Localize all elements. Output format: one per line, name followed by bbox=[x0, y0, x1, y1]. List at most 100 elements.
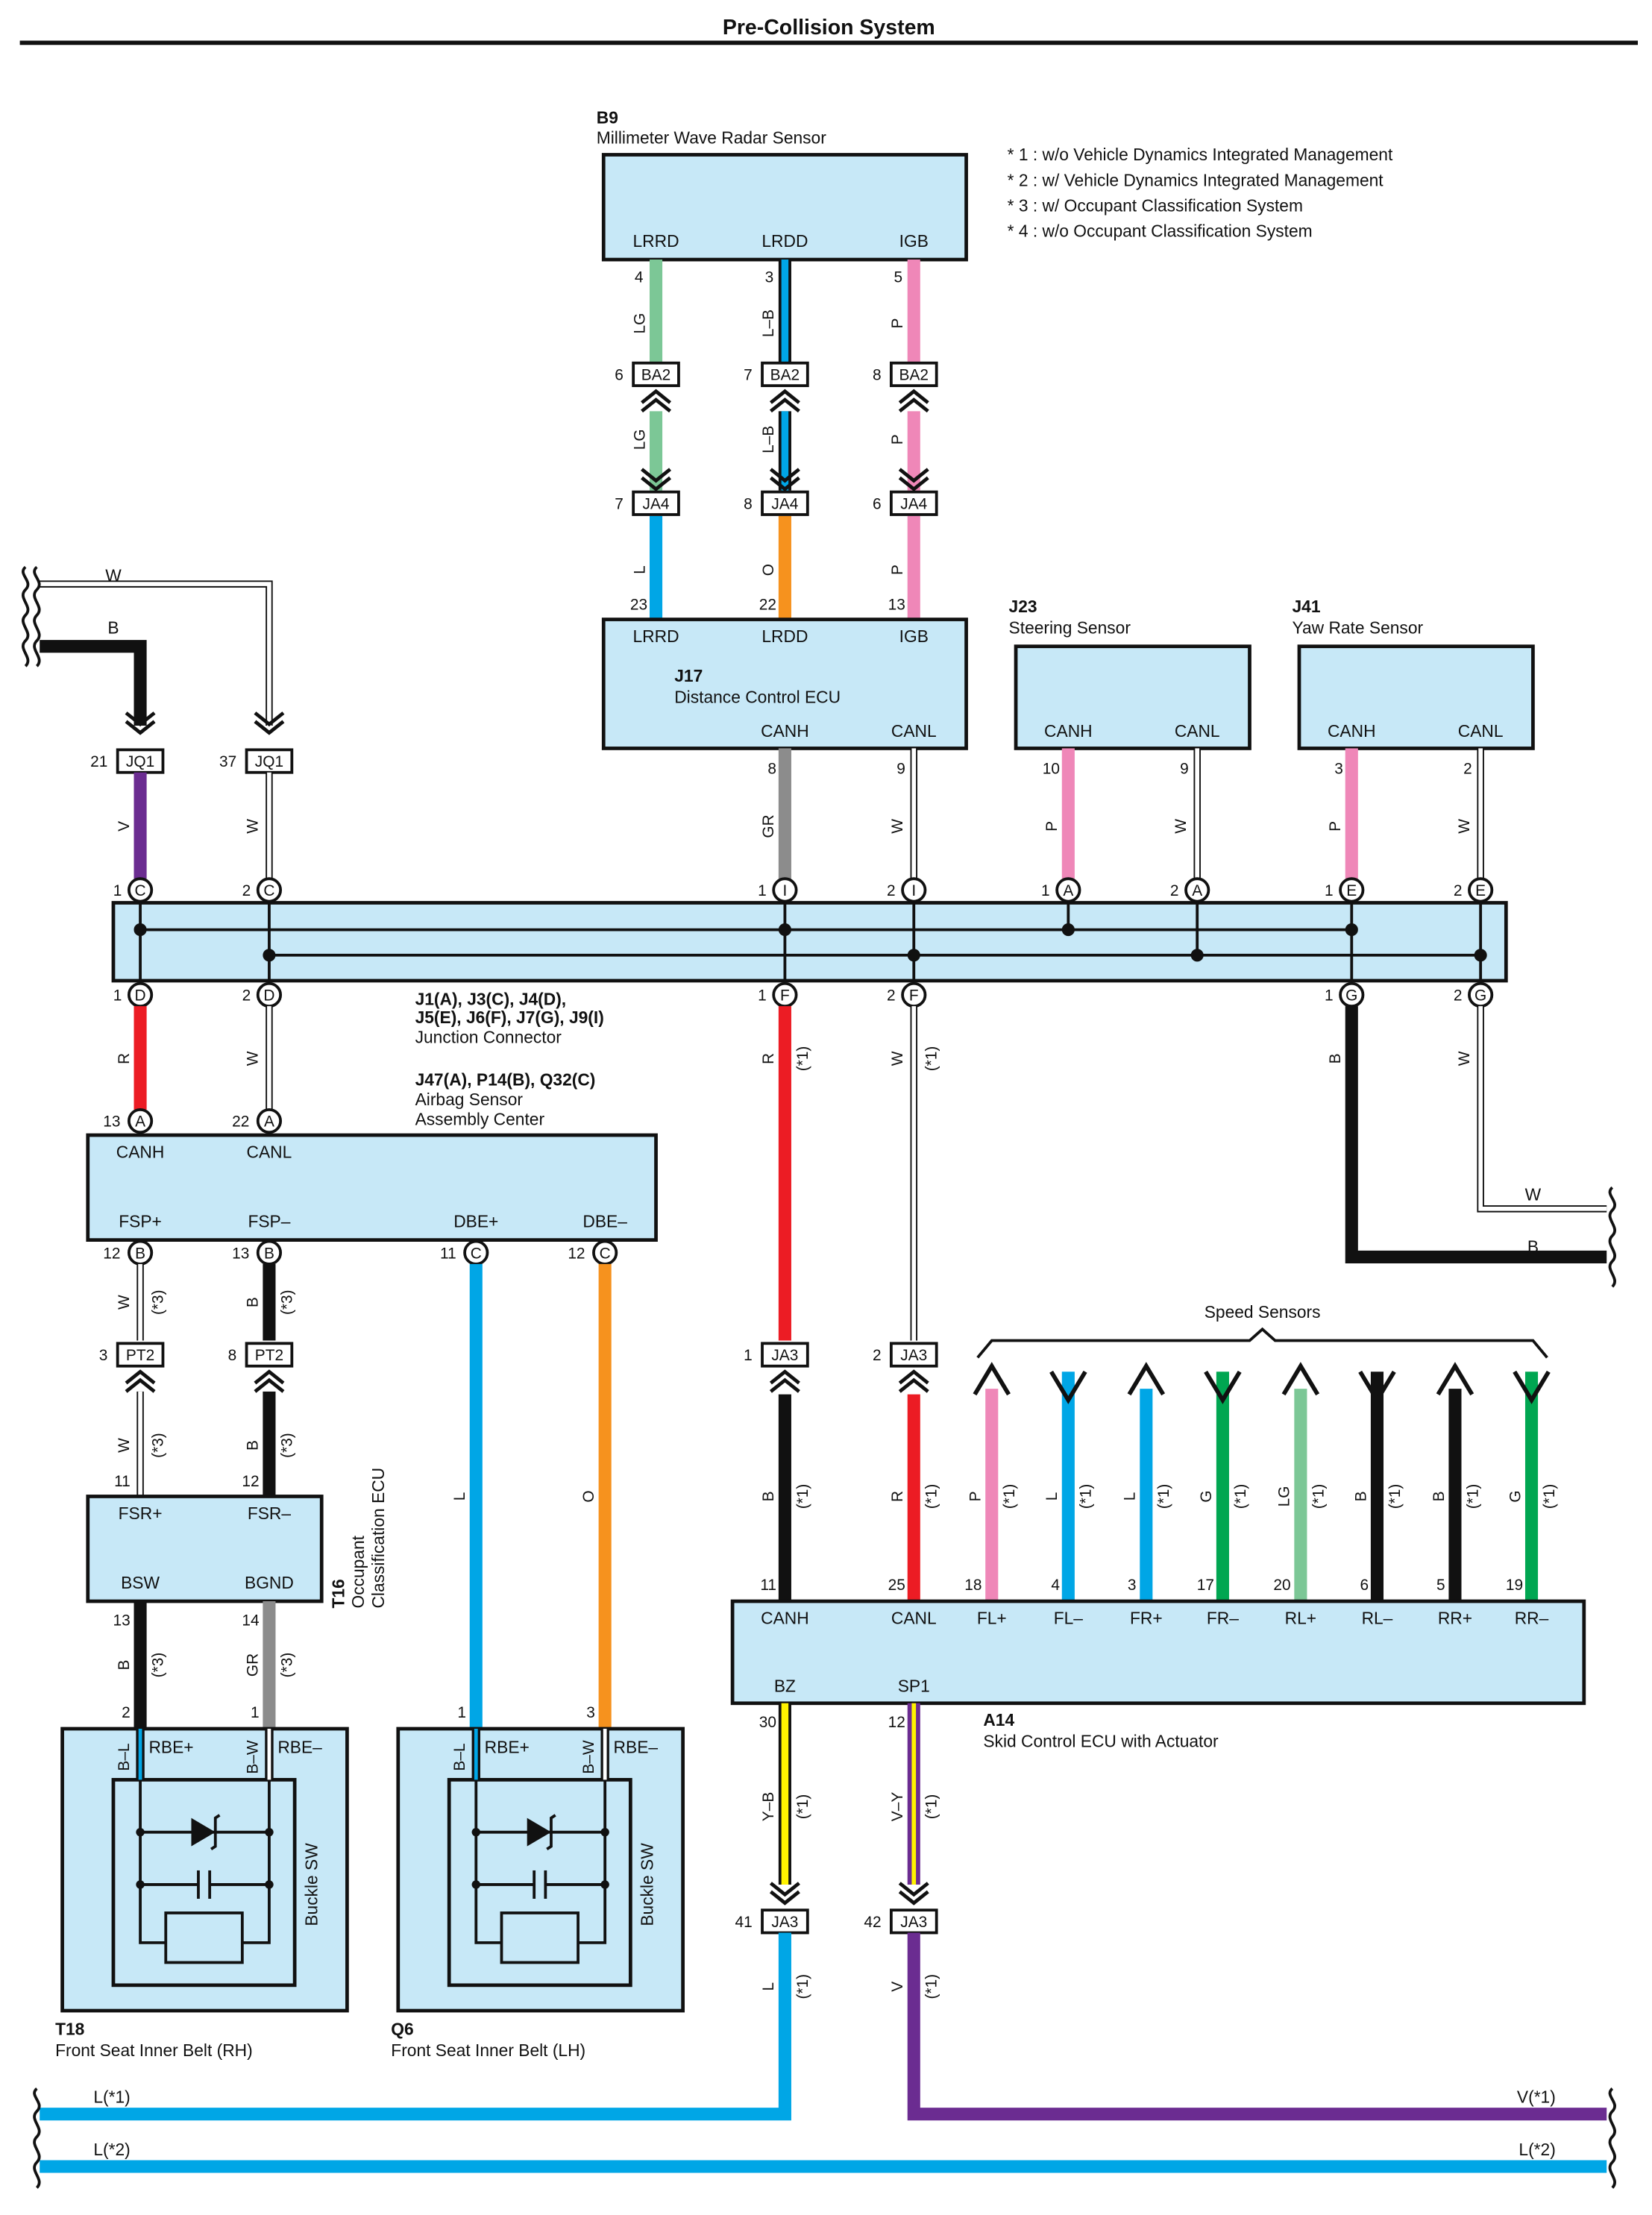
svg-text:G: G bbox=[1507, 1490, 1524, 1502]
svg-text:11: 11 bbox=[114, 1473, 131, 1490]
j17-pin-igb: IGB bbox=[899, 626, 929, 646]
svg-text:LG: LG bbox=[1276, 1486, 1293, 1507]
svg-text:L: L bbox=[631, 565, 648, 574]
svg-text:(*1): (*1) bbox=[794, 1974, 811, 1999]
svg-text:L(*1): L(*1) bbox=[93, 2087, 130, 2107]
j17-name: Distance Control ECU bbox=[674, 688, 841, 707]
svg-text:C: C bbox=[135, 882, 146, 899]
svg-text:O: O bbox=[760, 564, 777, 576]
junction-top-wires bbox=[134, 748, 1484, 879]
svg-text:41: 41 bbox=[735, 1914, 752, 1931]
svg-text:JA4: JA4 bbox=[643, 495, 670, 512]
svg-text:C: C bbox=[600, 1245, 611, 1262]
radar-pin-numbers: 4 3 5 6 7 8 7 8 6 23 22 13 bbox=[615, 268, 905, 613]
occupant-wire-labels: W (*3) B (*3) W (*3) B (*3) L O 11 12 bbox=[114, 1289, 597, 1502]
svg-text:7: 7 bbox=[744, 367, 753, 384]
j41-yaw-rate-sensor-box bbox=[1297, 644, 1535, 750]
svg-text:21: 21 bbox=[90, 753, 107, 770]
svg-text:A: A bbox=[1063, 882, 1073, 899]
svg-text:L(*2): L(*2) bbox=[93, 2140, 130, 2159]
b9-name: Millimeter Wave Radar Sensor bbox=[597, 128, 826, 147]
svg-text:JA4: JA4 bbox=[900, 495, 927, 512]
note-1: * 1 : w/o Vehicle Dynamics Integrated Ma… bbox=[1008, 145, 1393, 164]
svg-text:(*3): (*3) bbox=[278, 1289, 295, 1315]
svg-text:2: 2 bbox=[1454, 987, 1463, 1005]
q6-name: Front Seat Inner Belt (LH) bbox=[391, 2040, 585, 2060]
svg-text:B: B bbox=[760, 1491, 777, 1501]
svg-text:V: V bbox=[889, 1982, 906, 1992]
svg-text:1: 1 bbox=[1041, 882, 1050, 899]
svg-text:I: I bbox=[783, 882, 788, 899]
t18-name: Front Seat Inner Belt (RH) bbox=[55, 2040, 253, 2060]
svg-text:6: 6 bbox=[615, 367, 624, 384]
svg-text:(*1): (*1) bbox=[794, 1794, 811, 1820]
svg-text:9: 9 bbox=[1180, 761, 1189, 778]
svg-text:Buckle SW: Buckle SW bbox=[302, 1843, 321, 1926]
a14-code: A14 bbox=[983, 1710, 1014, 1729]
svg-text:B: B bbox=[1327, 1053, 1344, 1063]
a14-pin-labels: CANH CANL FL+ FL– FR+ FR– RL+ RL– RR+ RR… bbox=[761, 1608, 1549, 1695]
j17-pin-lrdd: LRDD bbox=[761, 626, 808, 646]
svg-text:B: B bbox=[245, 1440, 262, 1451]
svg-text:(*1): (*1) bbox=[1232, 1484, 1249, 1509]
svg-text:13: 13 bbox=[888, 596, 905, 613]
svg-text:P: P bbox=[889, 434, 906, 444]
svg-text:6: 6 bbox=[1360, 1577, 1369, 1594]
j41-name: Yaw Rate Sensor bbox=[1292, 618, 1423, 638]
svg-text:W: W bbox=[889, 1051, 906, 1066]
svg-text:GR: GR bbox=[245, 1653, 262, 1677]
q6-code: Q6 bbox=[391, 2019, 413, 2038]
svg-text:A: A bbox=[264, 1113, 274, 1131]
svg-text:3: 3 bbox=[99, 1347, 108, 1364]
svg-text:22: 22 bbox=[759, 596, 776, 613]
svg-text:(*1): (*1) bbox=[923, 1484, 940, 1509]
svg-text:B: B bbox=[107, 618, 119, 638]
svg-text:PT2: PT2 bbox=[126, 1347, 154, 1364]
svg-text:G: G bbox=[1474, 987, 1486, 1005]
note-3: * 3 : w/ Occupant Classification System bbox=[1008, 195, 1303, 215]
occupant-wires: PT2 PT2 3 8 bbox=[99, 1263, 612, 1729]
svg-text:CANL: CANL bbox=[247, 1142, 292, 1161]
svg-text:11: 11 bbox=[760, 1577, 776, 1594]
svg-text:BZ: BZ bbox=[774, 1677, 796, 1696]
svg-text:Y–B: Y–B bbox=[760, 1792, 777, 1821]
svg-text:E: E bbox=[1475, 882, 1486, 899]
svg-text:L–B: L–B bbox=[760, 426, 777, 453]
svg-text:FL+: FL+ bbox=[977, 1608, 1007, 1627]
airbag-line3: Assembly Center bbox=[415, 1110, 545, 1129]
svg-text:W: W bbox=[245, 819, 262, 834]
svg-text:BSW: BSW bbox=[121, 1573, 160, 1592]
svg-text:B: B bbox=[245, 1297, 262, 1307]
svg-text:BGND: BGND bbox=[245, 1573, 294, 1592]
svg-text:1: 1 bbox=[113, 987, 122, 1005]
svg-text:1: 1 bbox=[1325, 987, 1334, 1005]
svg-text:L: L bbox=[1122, 1492, 1139, 1501]
svg-text:JA4: JA4 bbox=[771, 495, 798, 512]
svg-text:2: 2 bbox=[1454, 882, 1463, 899]
svg-text:C: C bbox=[471, 1245, 482, 1262]
svg-text:W: W bbox=[1456, 819, 1473, 834]
ja4-connectors: JA4 JA4 JA4 bbox=[632, 468, 938, 516]
svg-text:P: P bbox=[967, 1491, 984, 1501]
svg-text:(*1): (*1) bbox=[1464, 1484, 1481, 1509]
svg-text:13: 13 bbox=[232, 1245, 249, 1262]
svg-text:JA3: JA3 bbox=[771, 1914, 798, 1931]
svg-text:19: 19 bbox=[1506, 1577, 1523, 1594]
a14-name: Skid Control ECU with Actuator bbox=[983, 1732, 1219, 1751]
svg-text:1: 1 bbox=[758, 882, 767, 899]
svg-text:G: G bbox=[1198, 1490, 1215, 1502]
svg-text:B–W: B–W bbox=[245, 1740, 262, 1774]
svg-text:D: D bbox=[135, 987, 146, 1005]
svg-text:2: 2 bbox=[887, 882, 896, 899]
t16-line1: Occupant bbox=[348, 1535, 368, 1608]
svg-text:I: I bbox=[911, 882, 916, 899]
speed-sensor-labels: P (*1) L (*1) L (*1) G (*1) LG (*1) B (*… bbox=[964, 1484, 1558, 1594]
svg-text:(*1): (*1) bbox=[923, 1046, 940, 1072]
svg-text:CANL: CANL bbox=[1458, 721, 1504, 741]
svg-text:GR: GR bbox=[760, 814, 777, 838]
svg-text:2: 2 bbox=[1170, 882, 1179, 899]
svg-text:LG: LG bbox=[631, 429, 648, 450]
svg-text:6: 6 bbox=[873, 495, 882, 512]
junction-line3: Junction Connector bbox=[415, 1028, 562, 1047]
svg-text:FR–: FR– bbox=[1207, 1608, 1239, 1627]
